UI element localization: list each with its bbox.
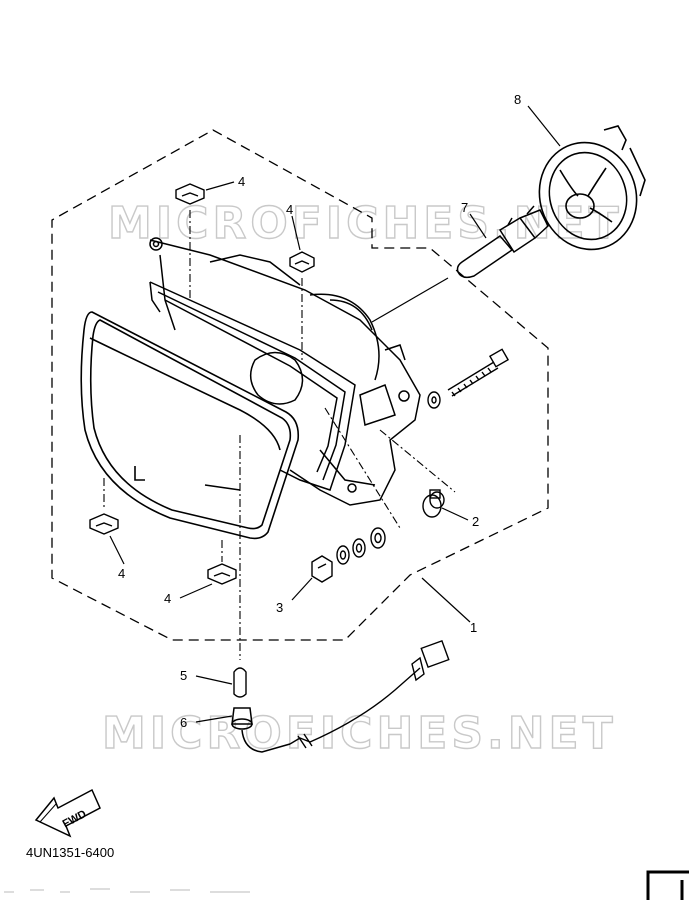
headlight-lens — [80, 311, 300, 540]
clip-top-right — [289, 251, 315, 273]
fwd-arrow-icon: FWD — [34, 788, 101, 838]
callout-6: 8 — [514, 92, 521, 107]
assembly-boundary — [51, 129, 549, 641]
clip-bottom-right — [207, 563, 237, 585]
nut-and-washers — [311, 527, 386, 583]
callout-7: 5 — [180, 668, 187, 683]
callout-leaders — [109, 105, 561, 723]
callout-4-bottom-right: 4 — [164, 591, 171, 606]
bulb-cover — [538, 125, 646, 251]
headlight-bulb — [456, 205, 549, 279]
callout-3: 3 — [276, 600, 283, 615]
clip-top-left — [175, 183, 205, 205]
clip-bottom-left — [89, 513, 119, 535]
assembly-guide-lines — [103, 210, 456, 660]
drawing-code: 4UN1351-6400 — [26, 845, 115, 860]
scan-noise — [4, 888, 250, 893]
grommet — [422, 489, 445, 518]
watermark-top: MICROFICHES.NET — [108, 198, 623, 249]
callout-4-top-right: 4 — [286, 202, 293, 217]
bulb-socket — [231, 707, 291, 753]
callout-2: 2 — [472, 514, 479, 529]
headlight-rim-gasket — [149, 281, 356, 491]
callout-5: 7 — [461, 200, 468, 215]
position-bulb — [233, 667, 247, 698]
watermark-bottom: MICROFICHES.NET — [102, 708, 617, 759]
adjusting-screw — [427, 348, 510, 409]
page-edge-mark — [646, 870, 689, 900]
wire-harness — [289, 639, 450, 749]
callout-4-top-left: 4 — [238, 174, 245, 189]
headlight-housing — [149, 237, 421, 506]
callout-8: 6 — [180, 715, 187, 730]
callout-1: 1 — [470, 620, 477, 635]
callout-4-bottom-left: 4 — [118, 566, 125, 581]
